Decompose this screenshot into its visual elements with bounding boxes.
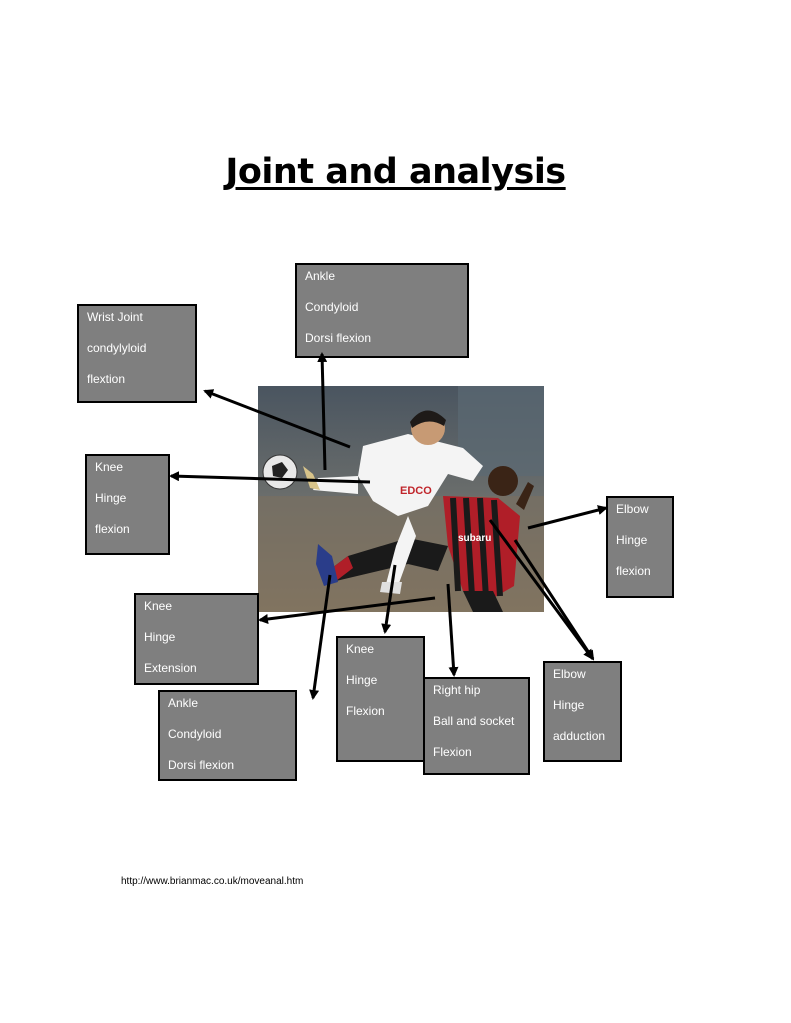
joint-type-label: Condyloid [168, 727, 222, 741]
joint-label: Right hip [433, 683, 481, 697]
football-photo: EDCO subaru [258, 386, 544, 612]
movement-label: flexion [95, 522, 130, 536]
svg-text:subaru: subaru [458, 533, 491, 544]
joint-label: Ankle [168, 696, 199, 710]
ankle-condyloid-box-top: Ankle Condyloid Dorsi flexion [295, 263, 469, 358]
right-hip-box: Right hip Ball and socket Flexion [423, 677, 530, 775]
joint-label: Knee [346, 642, 375, 656]
joint-type-label: Condyloid [305, 300, 359, 314]
ankle-condyloid-box-bottom: Ankle Condyloid Dorsi flexion [158, 690, 297, 781]
knee-extension-box: Knee Hinge Extension [134, 593, 259, 685]
joint-type-label: Hinge [95, 491, 127, 505]
movement-label: Extension [144, 661, 197, 675]
knee-flexion-box-middle: Knee Hinge Flexion [336, 636, 425, 762]
movement-label: flextion [87, 372, 126, 386]
joint-type-label: condylyloid [87, 341, 147, 355]
movement-label: Dorsi flexion [168, 758, 235, 772]
joint-label: Knee [144, 599, 173, 613]
elbow-adduction-box: Elbow Hinge adduction [543, 661, 622, 762]
joint-type-label: Hinge [616, 533, 648, 547]
wrist-joint-box: Wrist Joint condylyloid flextion [77, 304, 197, 403]
joint-label: Knee [95, 460, 124, 474]
movement-label: Flexion [346, 704, 385, 718]
joint-label: Elbow [553, 667, 586, 681]
joint-label: Elbow [616, 502, 649, 516]
joint-label: Wrist Joint [87, 310, 143, 324]
joint-type-label: Hinge [346, 673, 378, 687]
football-players-image: EDCO subaru [258, 386, 544, 612]
movement-label: Dorsi flexion [305, 331, 372, 345]
movement-label: Flexion [433, 745, 472, 759]
joint-type-label: Ball and socket [433, 714, 515, 728]
joint-label: Ankle [305, 269, 336, 283]
elbow-flexion-box: Elbow Hinge flexion [606, 496, 674, 598]
movement-label: flexion [616, 564, 651, 578]
source-url: http://www.brianmac.co.uk/moveanal.htm [121, 876, 304, 887]
page-title: Joint and analysis [225, 152, 566, 192]
knee-flexion-box-left: Knee Hinge flexion [85, 454, 170, 555]
movement-label: adduction [553, 729, 606, 743]
joint-type-label: Hinge [553, 698, 585, 712]
svg-text:EDCO: EDCO [400, 485, 432, 497]
joint-type-label: Hinge [144, 630, 176, 644]
